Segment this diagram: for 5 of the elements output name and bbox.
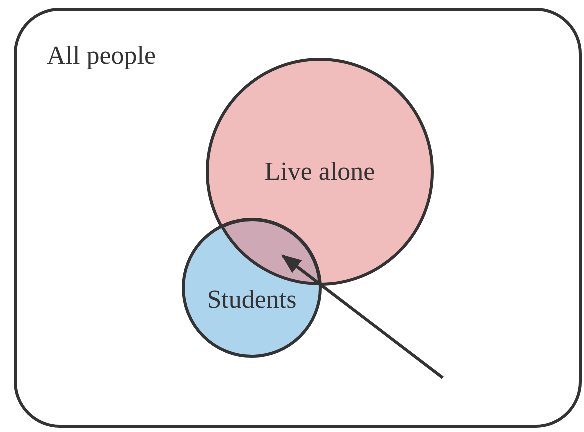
arrow bbox=[281, 254, 444, 380]
set-boundary bbox=[14, 8, 582, 428]
set-label: Students bbox=[207, 285, 297, 315]
set-label: Live alone bbox=[264, 157, 376, 187]
set-label: All people bbox=[47, 41, 156, 71]
